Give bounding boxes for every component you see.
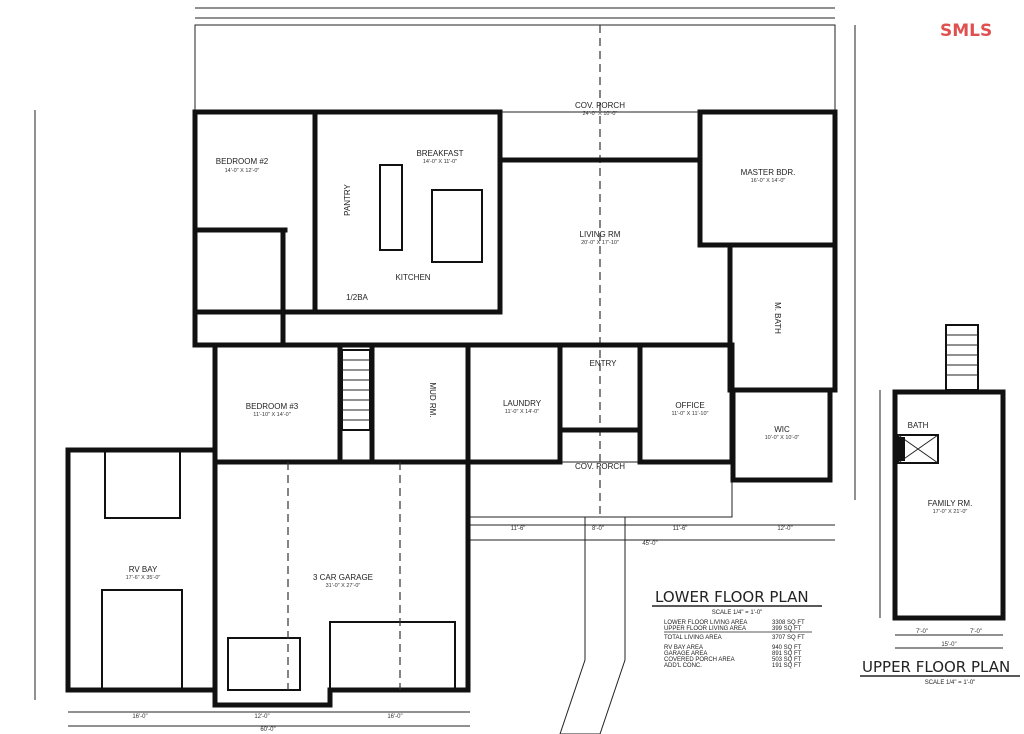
dimension-lines: [34, 7, 1003, 727]
svg-text:503 SQ FT: 503 SQ FT: [772, 657, 802, 663]
svg-text:3707 SQ FT: 3707 SQ FT: [772, 635, 805, 641]
svg-text:10'-0" X 10'-0": 10'-0" X 10'-0": [765, 435, 800, 441]
svg-text:TOTAL LIVING AREA: TOTAL LIVING AREA: [664, 635, 722, 641]
room-label: LAUNDRY: [503, 399, 542, 408]
svg-text:14'-0" X 12'-0": 14'-0" X 12'-0": [225, 168, 260, 174]
svg-text:UPPER FLOOR LIVING AREA: UPPER FLOOR LIVING AREA: [664, 626, 746, 632]
svg-text:ADD'L CONC.: ADD'L CONC.: [664, 663, 702, 669]
svg-text:11'-6": 11'-6": [673, 526, 688, 532]
svg-text:12'-0": 12'-0": [254, 714, 269, 720]
room-label: WIC: [774, 425, 790, 434]
room-label: BEDROOM #3: [246, 402, 299, 411]
svg-text:191 SQ FT: 191 SQ FT: [772, 663, 802, 669]
upper-walls: [892, 389, 1006, 621]
svg-text:891 SQ FT: 891 SQ FT: [772, 651, 802, 657]
dimension-labels: 11'-6" 8'-0" 11'-6" 12'-0" 45'-0" 16'-0"…: [132, 526, 982, 733]
svg-text:15'-0": 15'-0": [941, 642, 956, 648]
svg-text:14'-0" X 11'-0": 14'-0" X 11'-0": [423, 159, 457, 165]
room-label: COV. PORCH: [575, 462, 625, 471]
room-label: COV. PORCH: [575, 101, 625, 110]
svg-text:11'-0" X 14'-0": 11'-0" X 14'-0": [505, 409, 539, 415]
svg-text:940 SQ FT: 940 SQ FT: [772, 645, 802, 651]
upper-plan-scale: SCALE 1/4" = 1'-0": [925, 680, 976, 686]
svg-text:45'-0": 45'-0": [642, 541, 657, 547]
svg-text:8'-0": 8'-0": [592, 526, 604, 532]
room-label: MUD RM.: [428, 382, 437, 417]
room-label: KITCHEN: [395, 273, 430, 282]
svg-text:16'-0": 16'-0": [387, 714, 402, 720]
room-label: M. BATH: [773, 302, 782, 334]
svg-text:17'-6" X 35'-0": 17'-6" X 35'-0": [126, 575, 161, 581]
svg-text:12'-0": 12'-0": [777, 526, 792, 532]
svg-text:17'-0" X 21'-0": 17'-0" X 21'-0": [933, 509, 968, 515]
room-label: RV BAY: [129, 565, 158, 574]
svg-text:11'-6": 11'-6": [511, 526, 526, 532]
svg-text:COVERED PORCH AREA: COVERED PORCH AREA: [664, 657, 735, 663]
room-label: FAMILY RM.: [928, 499, 973, 508]
upper-plan-title: UPPER FLOOR PLAN: [862, 658, 1010, 676]
svg-text:20'-0" X 17'-10": 20'-0" X 17'-10": [581, 240, 619, 246]
room-label: MASTER BDR.: [741, 168, 796, 177]
room-label: OFFICE: [675, 401, 704, 410]
room-label: BATH: [908, 421, 929, 430]
svg-text:31'-0" X 27'-0": 31'-0" X 27'-0": [326, 583, 361, 589]
lower-plan-legend: LOWER FLOOR PLAN SCALE 1/4" = 1'-0" LOWE…: [652, 588, 822, 669]
svg-text:3308 SQ FT: 3308 SQ FT: [772, 620, 805, 626]
svg-text:LOWER FLOOR LIVING AREA: LOWER FLOOR LIVING AREA: [664, 620, 747, 626]
svg-text:GARAGE AREA: GARAGE AREA: [664, 651, 707, 657]
svg-text:11'-10" X 14'-0": 11'-10" X 14'-0": [253, 412, 290, 418]
upper-plan-legend: UPPER FLOOR PLAN SCALE 1/4" = 1'-0": [860, 658, 1020, 686]
room-label: 3 CAR GARAGE: [313, 573, 373, 582]
upper-room-labels: BATH FAMILY RM. 17'-0" X 21'-0": [908, 421, 973, 515]
svg-text:16'-0" X 14'-0": 16'-0" X 14'-0": [751, 178, 786, 184]
room-label: BREAKFAST: [416, 149, 463, 158]
svg-text:24'-0" X 10'-0": 24'-0" X 10'-0": [583, 111, 618, 117]
room-label: 1/2BA: [346, 293, 368, 302]
svg-text:7'-0": 7'-0": [970, 629, 982, 635]
room-label: PANTRY: [343, 183, 352, 215]
walls: [65, 109, 838, 708]
svg-text:RV BAY AREA: RV BAY AREA: [664, 645, 703, 651]
svg-text:11'-0" X 11'-10": 11'-0" X 11'-10": [672, 411, 709, 417]
brand-logo: SMLS: [940, 21, 992, 41]
room-label: ENTRY: [590, 359, 618, 368]
svg-text:7'-0": 7'-0": [916, 629, 928, 635]
svg-text:60'-0": 60'-0": [260, 727, 275, 733]
lower-plan-scale: SCALE 1/4" = 1'-0": [712, 610, 763, 616]
svg-text:16'-0": 16'-0": [132, 714, 147, 720]
room-label: BEDROOM #2: [216, 157, 269, 166]
room-label: LIVING RM: [580, 230, 621, 239]
svg-text:399 SQ FT: 399 SQ FT: [772, 626, 802, 632]
lower-plan-title: LOWER FLOOR PLAN: [655, 588, 809, 606]
lower-room-labels: BEDROOM #2 14'-0" X 12'-0" PANTRY BREAKF…: [126, 101, 800, 589]
